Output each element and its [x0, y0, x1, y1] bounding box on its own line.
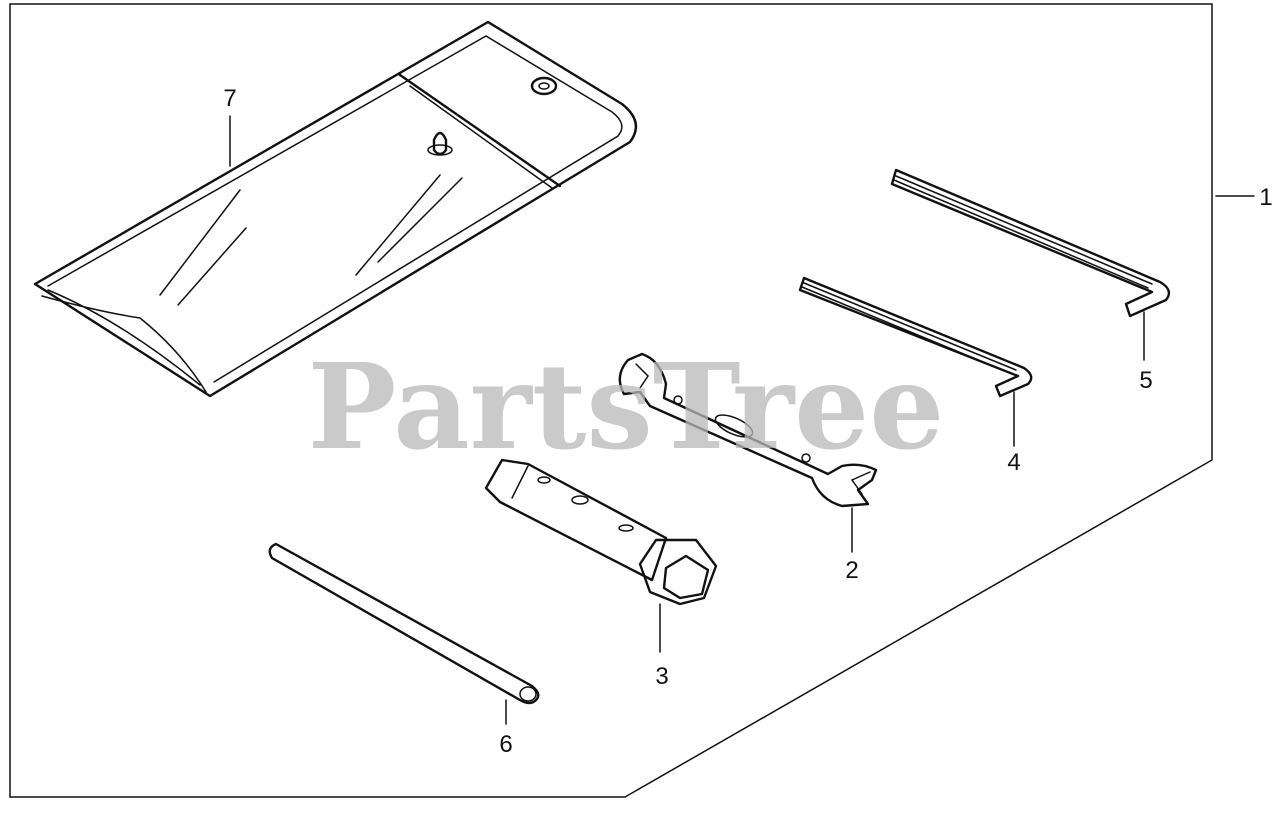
open-end-wrench: [618, 352, 878, 508]
snap-button-icon: [530, 76, 558, 96]
hex-key-large: [890, 168, 1171, 318]
callout-5: 5: [1139, 367, 1152, 394]
hex-key-small: [798, 276, 1033, 398]
watermark-text: PartsTree: [308, 337, 945, 476]
box-tube-wrench: [484, 458, 718, 606]
callout-3: 3: [655, 663, 668, 690]
callout-6: 6: [499, 731, 512, 758]
callout-4: 4: [1007, 449, 1020, 476]
snap-stud-icon: [432, 131, 448, 156]
tool-bag: [33, 20, 638, 398]
callout-2: 2: [845, 557, 858, 584]
callout-1: 1: [1259, 184, 1272, 211]
tommy-bar: [268, 542, 540, 705]
assembly-boundary: [9, 3, 1213, 798]
callout-7: 7: [223, 85, 236, 112]
